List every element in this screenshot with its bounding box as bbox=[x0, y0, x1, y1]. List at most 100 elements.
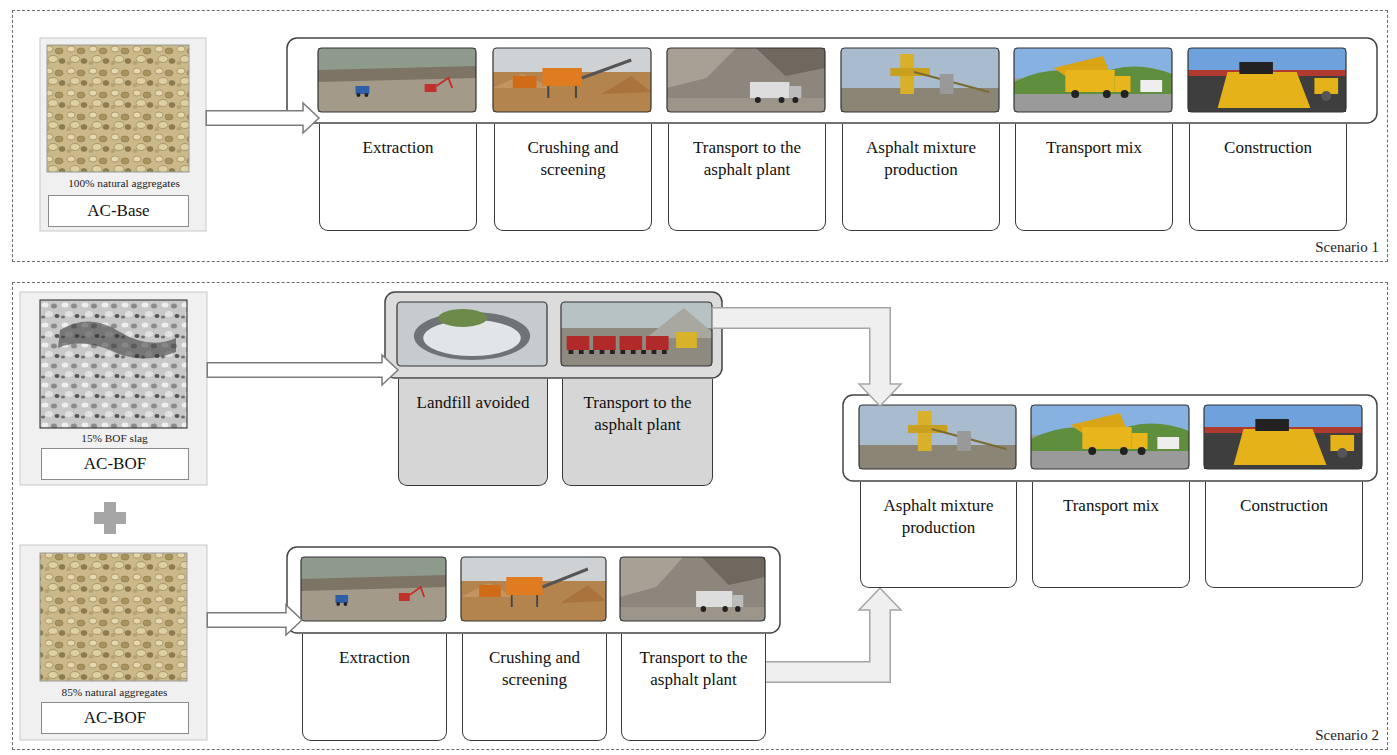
photo bbox=[318, 48, 476, 112]
flow-arrow bbox=[207, 355, 399, 385]
avoided-step: Landfill avoided bbox=[398, 303, 548, 486]
photo-frame bbox=[301, 557, 446, 621]
process-step: Transport mix bbox=[1015, 49, 1173, 231]
plus-symbol bbox=[94, 502, 126, 534]
step-box: Transport mix bbox=[1015, 124, 1173, 231]
material-panel: AC-BOF 85% natural aggregates bbox=[21, 546, 208, 741]
process-step: Asphalt mixture production bbox=[842, 49, 1000, 231]
illustration-part bbox=[301, 302, 1362, 621]
process-step: Asphalt mixture production bbox=[860, 406, 1017, 588]
process-step: Construction bbox=[1205, 406, 1363, 588]
photo-frame bbox=[620, 557, 765, 621]
photo bbox=[493, 48, 651, 112]
text-holder: Extraction bbox=[309, 647, 440, 669]
photo-frame bbox=[859, 405, 1016, 469]
text-holder: Transport to the asphalt plant bbox=[569, 392, 706, 436]
photo bbox=[667, 48, 825, 112]
photo bbox=[561, 302, 712, 366]
slag-shade bbox=[58, 321, 176, 358]
text-holder: Asphalt mixture production bbox=[849, 137, 993, 181]
photo-bar bbox=[287, 38, 1377, 123]
text-holder: Transport to the asphalt plant bbox=[675, 137, 819, 181]
photo-frame bbox=[397, 302, 547, 366]
slag-image bbox=[40, 300, 187, 428]
material-panel bbox=[20, 292, 207, 485]
photo-frame bbox=[493, 48, 651, 112]
photo-frame bbox=[1031, 405, 1189, 469]
photo-bar bbox=[843, 395, 1377, 481]
step-box: Construction bbox=[1205, 482, 1363, 588]
arrow-head bbox=[382, 355, 398, 385]
step-box: Transport mix bbox=[1032, 482, 1190, 588]
photo bbox=[841, 48, 999, 112]
arrow-head bbox=[303, 103, 319, 133]
mixture-tag: AC-Base bbox=[48, 195, 189, 227]
arrow-body bbox=[766, 608, 880, 672]
avoided-step: Transport to the asphalt plant bbox=[562, 303, 713, 486]
photo bbox=[620, 557, 765, 621]
process-step: Crushing and screening bbox=[462, 558, 607, 741]
step-box: Extraction bbox=[319, 124, 477, 231]
step-box: Transport to the asphalt plant bbox=[668, 124, 826, 231]
arrow-outline bbox=[712, 318, 881, 384]
text-holder: AC-Base bbox=[49, 196, 188, 226]
text-holder: Scenario 2 bbox=[1315, 727, 1379, 744]
step-box: Construction bbox=[1189, 124, 1347, 231]
step-label: Construction bbox=[1196, 137, 1340, 159]
mixture-name: AC-Base bbox=[87, 201, 149, 221]
photo-frame bbox=[667, 48, 825, 112]
arrow-body bbox=[208, 364, 384, 377]
step-box: Transport to the asphalt plant bbox=[621, 634, 766, 741]
photo bbox=[1188, 48, 1346, 112]
mixture-tag: AC-BOF bbox=[41, 702, 189, 734]
text-holder: Crushing and screening bbox=[469, 647, 600, 691]
text-holder: Landfill avoided bbox=[405, 392, 541, 414]
step-label: Transport mix bbox=[1022, 137, 1166, 159]
step-label: Asphalt mixture production bbox=[849, 137, 993, 181]
text-holder: Crushing and screening bbox=[501, 137, 645, 181]
step-label: Transport to the asphalt plant bbox=[628, 647, 759, 691]
process-step: Transport to the asphalt plant bbox=[668, 49, 826, 231]
material-caption: 85% natural aggregates bbox=[21, 685, 208, 700]
flow-arrow bbox=[765, 588, 902, 672]
aggregate-image bbox=[40, 553, 187, 681]
text-holder: Scenario 1 bbox=[1315, 239, 1379, 256]
photo-bar bbox=[287, 547, 780, 633]
photo bbox=[397, 302, 547, 366]
text-holder: AC-BOF bbox=[42, 703, 188, 733]
process-step: Transport to the asphalt plant bbox=[621, 558, 766, 741]
step-box: Asphalt mixture production bbox=[860, 482, 1017, 588]
text-holder: 100% natural aggregates bbox=[41, 176, 207, 191]
scenario-region: AC-BOF15% BOF slagLandfill avoidedTransp… bbox=[12, 282, 1388, 750]
step-label: Transport mix bbox=[1039, 495, 1183, 517]
photo-frame bbox=[1204, 405, 1362, 469]
material-panel: AC-Base 100% natural aggregates bbox=[41, 39, 207, 232]
arrow-body bbox=[713, 318, 880, 386]
step-label: Asphalt mixture production bbox=[867, 495, 1010, 539]
material-panel bbox=[40, 38, 206, 231]
mixture-name: AC-BOF bbox=[84, 454, 146, 474]
text-holder: Construction bbox=[1196, 137, 1340, 159]
step-box: Crushing and screening bbox=[494, 124, 652, 231]
arrow-head bbox=[859, 384, 901, 406]
scenario-title: Scenario 1 bbox=[1315, 239, 1379, 256]
photo-frame bbox=[1014, 48, 1172, 112]
text-holder: AC-BOF bbox=[42, 449, 188, 479]
step-label: Landfill avoided bbox=[405, 392, 541, 414]
process-step: Extraction bbox=[319, 49, 477, 231]
arrow-head bbox=[286, 605, 302, 635]
photo bbox=[301, 557, 446, 621]
step-label: Extraction bbox=[309, 647, 440, 669]
step-label: Extraction bbox=[326, 137, 470, 159]
step-box: Asphalt mixture production bbox=[842, 124, 1000, 231]
step-label: Transport to the asphalt plant bbox=[675, 137, 819, 181]
arrow-head bbox=[859, 588, 901, 610]
text-holder: Transport mix bbox=[1039, 495, 1183, 517]
step-label: Crushing and screening bbox=[501, 137, 645, 181]
arrow-body bbox=[208, 614, 288, 627]
step-label: Construction bbox=[1212, 495, 1356, 517]
process-step: Construction bbox=[1189, 49, 1347, 231]
arrow-body bbox=[207, 112, 305, 125]
